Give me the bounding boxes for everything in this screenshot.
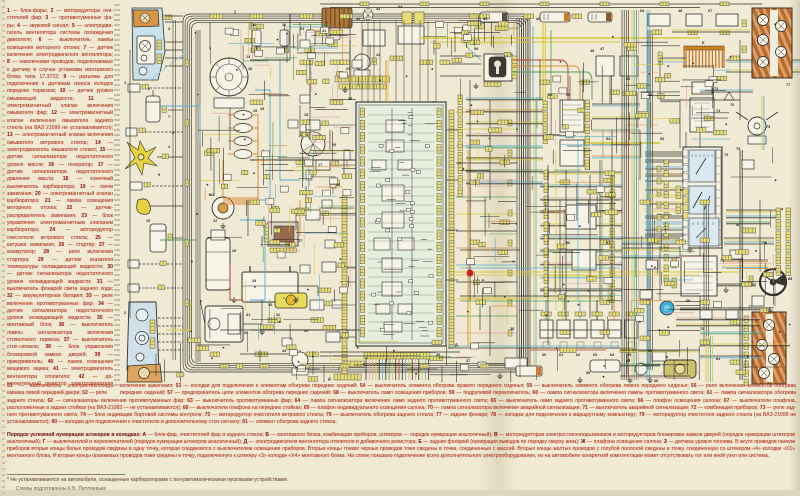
svg-text:62: 62 xyxy=(576,353,580,357)
svg-text:66: 66 xyxy=(654,379,658,383)
svg-text:47: 47 xyxy=(600,47,604,51)
svg-text:56: 56 xyxy=(566,241,570,245)
svg-text:20: 20 xyxy=(332,143,336,147)
svg-text:11: 11 xyxy=(252,23,256,27)
svg-text:37: 37 xyxy=(466,359,470,363)
svg-text:44: 44 xyxy=(398,5,403,9)
svg-text:32: 32 xyxy=(276,313,280,317)
svg-text:40: 40 xyxy=(626,359,630,363)
svg-text:36: 36 xyxy=(436,353,440,357)
svg-text:64: 64 xyxy=(610,353,615,357)
svg-text:74: 74 xyxy=(716,109,721,113)
svg-text:85: 85 xyxy=(788,277,792,281)
svg-text:Ж: Ж xyxy=(735,223,740,227)
svg-text:61: 61 xyxy=(559,353,563,357)
svg-text:73: 73 xyxy=(714,87,718,91)
svg-text:22: 22 xyxy=(210,193,214,197)
svg-text:78: 78 xyxy=(762,241,766,245)
svg-text:67: 67 xyxy=(708,9,712,13)
svg-text:45: 45 xyxy=(483,17,487,21)
svg-text:71: 71 xyxy=(720,259,724,263)
svg-text:25: 25 xyxy=(232,249,236,253)
svg-text:38: 38 xyxy=(510,327,514,331)
svg-text:2: 2 xyxy=(124,311,126,315)
svg-text:1: 1 xyxy=(124,81,126,85)
svg-text:3: 3 xyxy=(168,27,170,31)
svg-text:Г: Г xyxy=(338,367,341,371)
svg-text:77: 77 xyxy=(786,83,790,87)
svg-text:60: 60 xyxy=(542,353,546,357)
svg-text:69: 69 xyxy=(648,349,652,353)
svg-text:Д: Д xyxy=(328,377,331,381)
svg-text:54: 54 xyxy=(606,137,611,141)
svg-text:51: 51 xyxy=(626,77,630,81)
svg-text:9: 9 xyxy=(158,173,160,177)
svg-text:72: 72 xyxy=(724,153,728,157)
svg-text:48: 48 xyxy=(678,9,682,13)
svg-text:E: E xyxy=(702,41,705,45)
svg-text:4: 4 xyxy=(168,145,171,149)
svg-text:22: 22 xyxy=(213,219,217,223)
svg-text:23: 23 xyxy=(346,67,350,71)
svg-text:33: 33 xyxy=(304,329,308,333)
svg-text:14: 14 xyxy=(376,53,381,57)
svg-text:52: 52 xyxy=(648,93,652,97)
svg-text:64: 64 xyxy=(640,9,645,13)
svg-text:21: 21 xyxy=(300,27,304,31)
svg-text:76: 76 xyxy=(730,103,734,107)
svg-text:26: 26 xyxy=(244,331,248,335)
svg-text:17: 17 xyxy=(318,163,322,167)
svg-text:53: 53 xyxy=(660,137,664,141)
svg-text:50: 50 xyxy=(474,47,478,51)
svg-text:12: 12 xyxy=(282,23,286,27)
svg-text:58: 58 xyxy=(548,93,552,97)
svg-text:68: 68 xyxy=(686,299,690,303)
svg-text:77: 77 xyxy=(748,305,752,309)
svg-text:75: 75 xyxy=(766,125,770,129)
svg-text:65: 65 xyxy=(627,353,631,357)
svg-text:57: 57 xyxy=(606,241,610,245)
svg-text:13: 13 xyxy=(246,55,250,59)
svg-text:63: 63 xyxy=(593,353,597,357)
svg-text:39: 39 xyxy=(586,371,590,375)
svg-text:81: 81 xyxy=(716,357,720,361)
svg-text:6: 6 xyxy=(148,87,150,91)
svg-text:49: 49 xyxy=(590,49,594,53)
svg-text:80: 80 xyxy=(774,293,778,297)
svg-text:42: 42 xyxy=(356,17,360,21)
svg-text:18: 18 xyxy=(336,183,340,187)
svg-text:16: 16 xyxy=(248,67,252,71)
svg-text:19: 19 xyxy=(260,107,264,111)
svg-text:43: 43 xyxy=(376,7,380,11)
svg-text:59: 59 xyxy=(566,93,570,97)
svg-text:10: 10 xyxy=(146,219,150,223)
svg-text:19: 19 xyxy=(253,109,257,113)
svg-text:5: 5 xyxy=(306,133,308,137)
svg-text:70: 70 xyxy=(700,327,704,331)
svg-text:27: 27 xyxy=(298,239,302,243)
svg-text:15: 15 xyxy=(304,113,308,117)
svg-text:5: 5 xyxy=(300,133,302,137)
svg-text:30: 30 xyxy=(268,303,272,307)
svg-text:29: 29 xyxy=(252,279,256,283)
svg-text:34: 34 xyxy=(282,349,287,353)
svg-text:Д: Д xyxy=(455,343,458,347)
svg-text:41: 41 xyxy=(322,29,326,33)
svg-text:31: 31 xyxy=(246,313,250,317)
svg-text:28: 28 xyxy=(286,243,290,247)
svg-text:46: 46 xyxy=(536,17,540,21)
svg-text:35: 35 xyxy=(348,97,352,101)
svg-text:79: 79 xyxy=(736,147,740,151)
svg-text:8: 8 xyxy=(172,131,174,135)
svg-text:7: 7 xyxy=(168,115,170,119)
